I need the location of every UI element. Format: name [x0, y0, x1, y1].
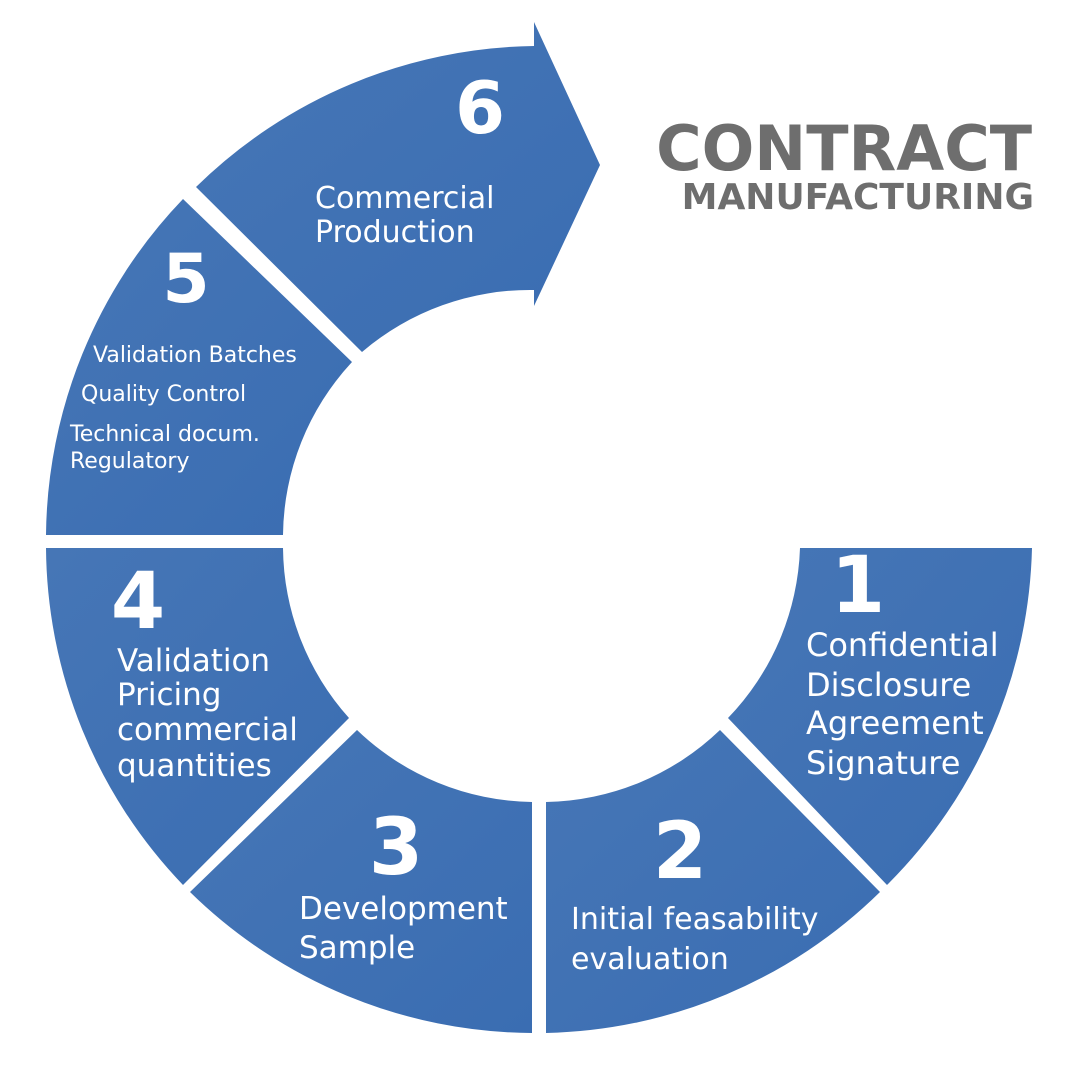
step-3-line-1: Development: [299, 891, 508, 927]
title-line-1: CONTRACT: [656, 112, 1032, 185]
step-5-line-1: Validation Batches: [93, 343, 297, 368]
step-1-line-3: Agreement: [806, 704, 984, 742]
step-4-line-2: Pricing: [117, 677, 222, 713]
step-3-number: 3: [369, 803, 423, 893]
segment-step-6-arrow: [196, 22, 600, 352]
step-6-line-1: Commercial: [315, 181, 494, 216]
segment-step-4: [46, 548, 349, 885]
step-5-line-2: Quality Control: [81, 382, 246, 407]
step-4-number: 4: [111, 557, 165, 647]
step-6-number: 6: [455, 66, 505, 150]
step-6: 6 Commercial Production: [315, 66, 505, 250]
step-5-line-4: Regulatory: [70, 449, 190, 474]
segment-step-3: [190, 730, 532, 1033]
step-1-number: 1: [831, 541, 885, 631]
segment-step-5: [46, 199, 352, 535]
step-1-line-2: Disclosure: [806, 666, 971, 704]
step-1-line-4: Signature: [806, 744, 960, 782]
step-2: 2 Initial feasability evaluation: [571, 807, 819, 977]
cycle-segments: [46, 22, 1032, 1033]
step-4-line-1: Validation: [117, 643, 270, 679]
step-2-line-1: Initial feasability: [571, 902, 819, 937]
step-1-line-1: Confidential: [806, 626, 999, 664]
diagram-title: CONTRACT MANUFACTURING: [656, 112, 1034, 218]
step-2-line-2: evaluation: [571, 942, 729, 977]
step-5: 5 Validation Batches Quality Control Tec…: [69, 240, 297, 474]
title-line-2: MANUFACTURING: [682, 177, 1034, 218]
step-5-number: 5: [162, 240, 209, 319]
step-3-line-2: Sample: [299, 930, 415, 966]
step-4-line-3: commercial: [117, 712, 298, 748]
step-6-line-2: Production: [315, 215, 475, 250]
step-3: 3 Development Sample: [299, 803, 508, 966]
step-4-line-4: quantities: [117, 748, 272, 784]
segment-step-2: [546, 730, 880, 1033]
step-1: 1 Confidential Disclosure Agreement Sign…: [806, 541, 999, 782]
step-4: 4 Validation Pricing commercial quantiti…: [111, 557, 298, 784]
segment-step-1: [728, 548, 1032, 885]
step-2-number: 2: [653, 807, 707, 897]
step-5-line-3: Technical docum.: [69, 422, 260, 447]
